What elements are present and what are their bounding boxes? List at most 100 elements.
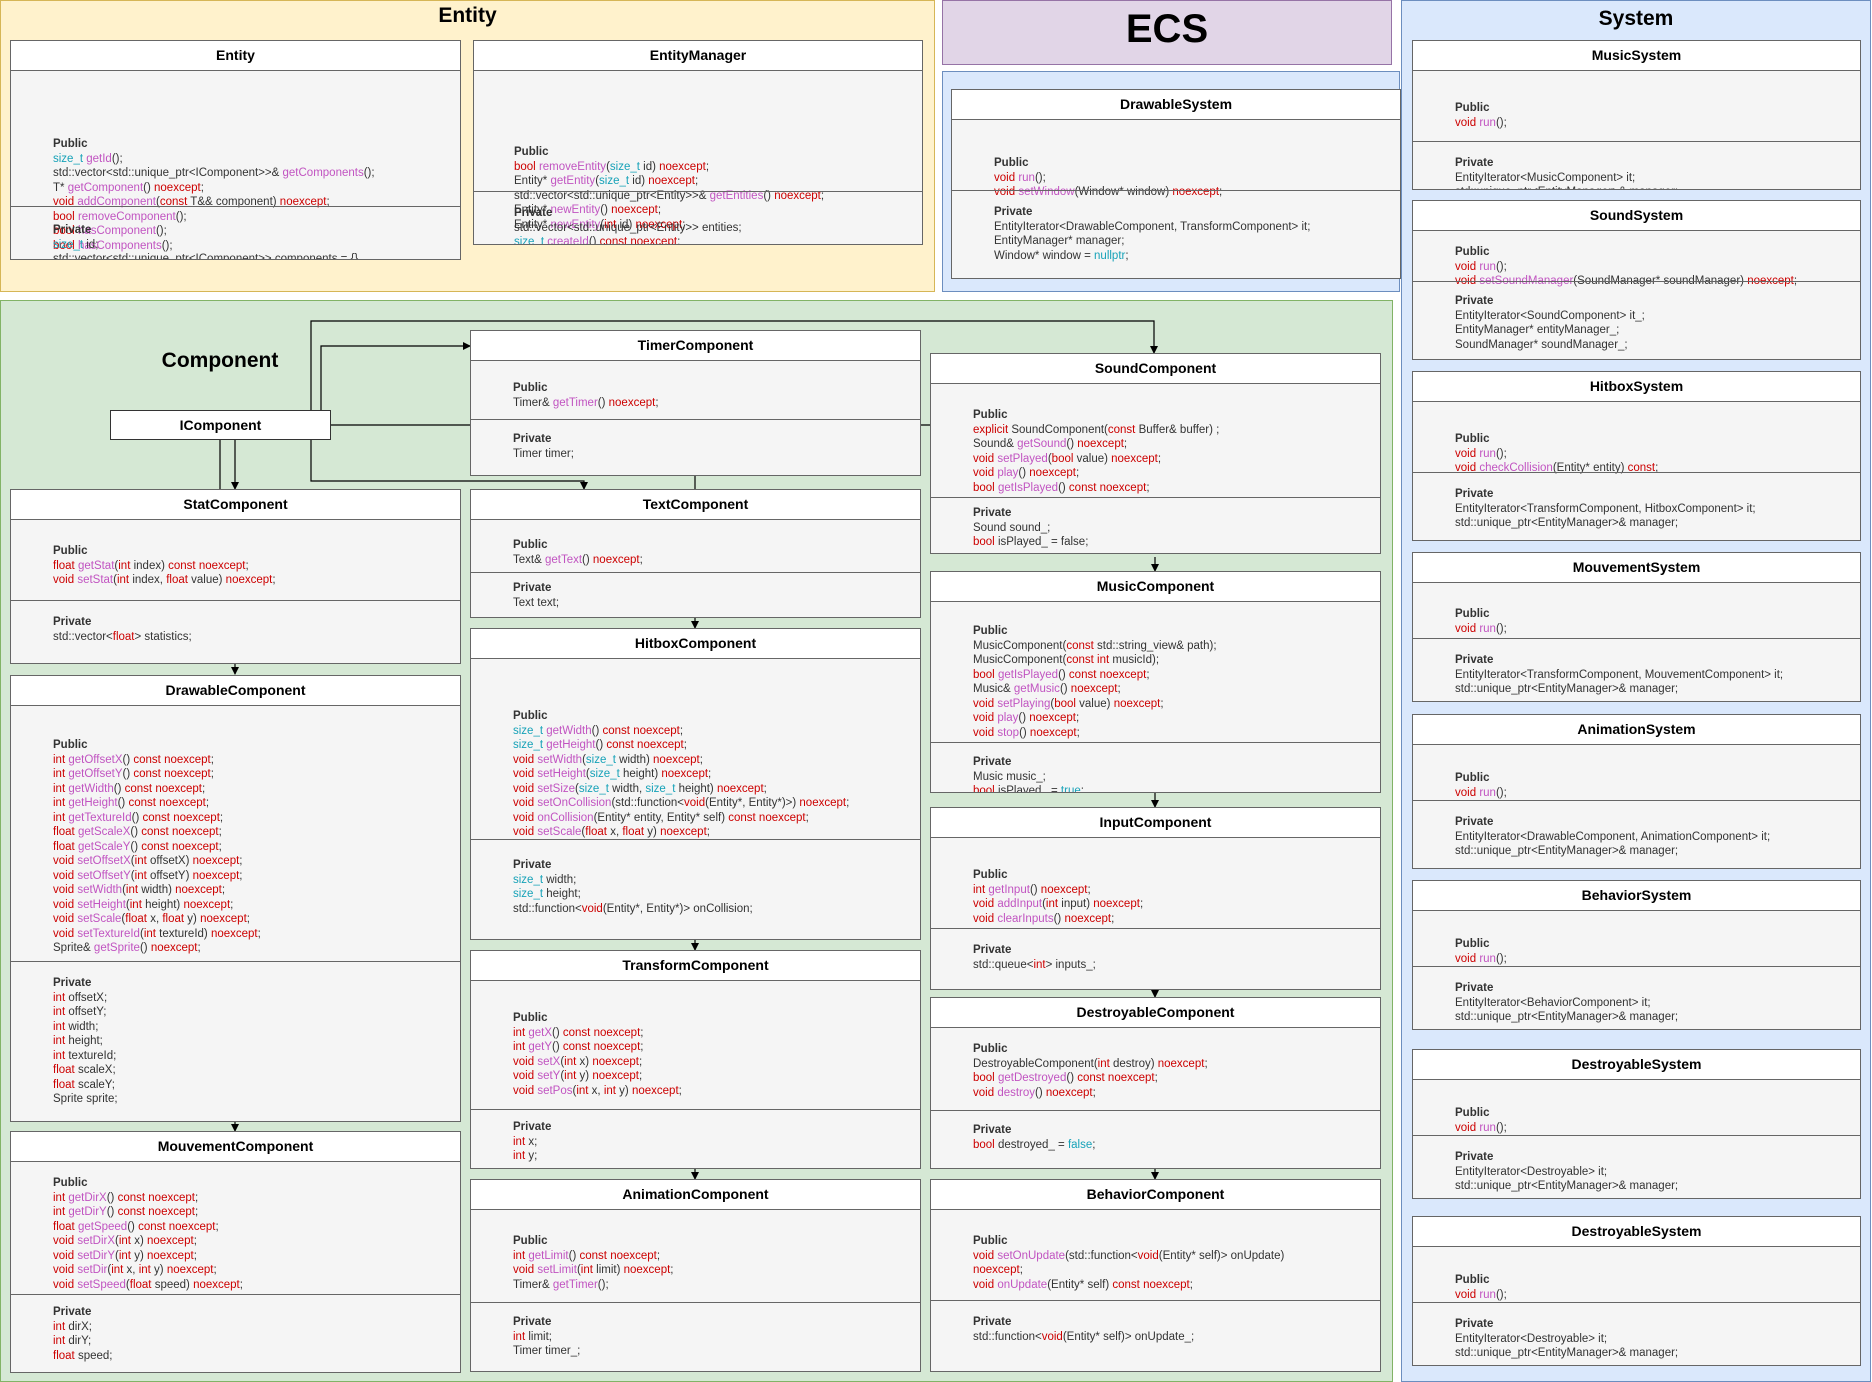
code-token: T* bbox=[53, 181, 68, 194]
code-token: SoundManager* soundManager_; bbox=[1455, 338, 1628, 351]
code-token: void bbox=[973, 452, 995, 465]
code-token: ; bbox=[1092, 1086, 1096, 1099]
code-token: ; bbox=[1080, 785, 1084, 793]
code-token: noexcept bbox=[193, 1278, 240, 1291]
code-token: ; bbox=[246, 913, 250, 925]
code-token: offsetX) bbox=[146, 855, 193, 867]
public-label: Public bbox=[973, 1235, 1008, 1247]
code-token: void bbox=[994, 171, 1016, 184]
code-token: const bbox=[1112, 1278, 1140, 1291]
member-line: EntityIterator<TransformComponent, Mouve… bbox=[1455, 668, 1860, 683]
code-token: isPlayed_ = bbox=[994, 785, 1061, 793]
private-label: Private bbox=[973, 507, 1012, 519]
code-token: EntityIterator<BehaviorComponent> it; bbox=[1455, 996, 1651, 1009]
public-label: Public bbox=[53, 1177, 88, 1189]
code-token: ; bbox=[1146, 481, 1150, 494]
code-token: void bbox=[1455, 260, 1477, 273]
member-line: EntityIterator<BehaviorComponent> it; bbox=[1455, 996, 1860, 1011]
code-token: noexcept bbox=[1077, 438, 1124, 450]
code-token: int bbox=[134, 855, 147, 867]
code-token: Timer timer; bbox=[513, 447, 574, 460]
code-token: ; bbox=[694, 175, 699, 187]
member-line: std::unique_ptr<EntityManager>& manager; bbox=[1455, 844, 1860, 859]
code-token: ; bbox=[1111, 912, 1115, 925]
code-token: setScale bbox=[537, 826, 582, 838]
code-token: noexcept bbox=[623, 1264, 671, 1276]
code-token: void bbox=[513, 1084, 535, 1097]
code-token: float bbox=[622, 826, 645, 838]
code-token: getTextureId bbox=[68, 811, 132, 824]
code-token: offsetY; bbox=[65, 1006, 107, 1018]
code-token: noexcept bbox=[175, 884, 222, 896]
code-token: noexcept bbox=[660, 826, 707, 838]
member-line: int textureId; bbox=[53, 1049, 460, 1064]
code-token: float bbox=[53, 1220, 75, 1233]
code-token: () bbox=[600, 204, 612, 216]
member-line: bool hasComponents(); bbox=[53, 239, 460, 254]
code-token: ( bbox=[576, 1264, 581, 1276]
member-line: Timer& getTimer() noexcept; bbox=[513, 396, 920, 411]
code-token: void bbox=[513, 1055, 535, 1068]
code-token: ( bbox=[1042, 898, 1046, 910]
member-line: std::vector<std::unique_ptr<IComponent>>… bbox=[53, 166, 460, 181]
class-name: BehaviorSystem bbox=[1413, 881, 1860, 911]
code-token: textureId; bbox=[65, 1049, 117, 1062]
code-token: size_t bbox=[53, 152, 84, 165]
member-line: int getWidth() const noexcept; bbox=[53, 782, 460, 797]
code-token: int bbox=[53, 1320, 66, 1333]
code-token: setScale bbox=[77, 913, 122, 925]
private-label: Private bbox=[973, 1124, 1012, 1136]
code-token: bool bbox=[53, 210, 75, 223]
code-token: const bbox=[579, 1249, 608, 1262]
code-token: ; bbox=[219, 811, 224, 824]
code-token: noexcept bbox=[148, 1191, 195, 1204]
code-token: (); bbox=[175, 210, 187, 223]
member-line: int dirX; bbox=[53, 1320, 460, 1335]
code-token: () bbox=[1018, 467, 1030, 479]
code-token: std::unique_ptr<EntityManager>& manager; bbox=[1455, 1347, 1679, 1359]
code-token: noexcept bbox=[183, 898, 231, 911]
code-token: MusicComponent( bbox=[973, 654, 1067, 666]
code-token: noexcept bbox=[633, 724, 680, 737]
code-token: createId bbox=[547, 236, 589, 245]
code-token: EntityIterator<TransformComponent, Mouve… bbox=[1455, 668, 1784, 681]
member-line: int getLimit() const noexcept; bbox=[513, 1249, 920, 1264]
code-token: noexcept bbox=[1093, 898, 1140, 910]
code-token: noexcept bbox=[592, 1055, 639, 1068]
code-token: void bbox=[684, 797, 706, 809]
code-token: noexcept bbox=[147, 1235, 194, 1247]
code-token: const bbox=[142, 811, 171, 824]
code-token: EntityIterator<DrawableComponent, Transf… bbox=[994, 220, 1311, 233]
code-token: void bbox=[1455, 462, 1477, 474]
member-line: void setScale(float x, float y) noexcept… bbox=[53, 912, 460, 927]
member-line: int dirY; bbox=[53, 1334, 460, 1349]
code-token: ; bbox=[639, 1070, 643, 1082]
member-line: void run(); bbox=[1455, 952, 1860, 967]
code-token: height) bbox=[141, 898, 184, 911]
code-token: () bbox=[591, 724, 603, 737]
code-token: > statistics; bbox=[134, 630, 192, 643]
code-token: y) bbox=[150, 1264, 167, 1276]
code-token: size_t bbox=[585, 753, 616, 766]
code-token: musicId); bbox=[1109, 654, 1160, 666]
member-line: Timer& getTimer(); bbox=[513, 1278, 920, 1293]
code-token: std::unique_ptr<EntityManager>& manager; bbox=[1455, 683, 1679, 695]
private-label: Private bbox=[1455, 1151, 1494, 1163]
code-token: size_t bbox=[599, 175, 630, 187]
member-line: void play() noexcept; bbox=[973, 711, 1380, 726]
code-token: getIsPlayed bbox=[997, 481, 1059, 494]
code-token: ( bbox=[581, 826, 586, 838]
code-token: int bbox=[116, 574, 130, 586]
code-token: ; bbox=[1139, 898, 1144, 910]
member-line: void setOnUpdate(std::function<void(Enti… bbox=[973, 1249, 1380, 1264]
